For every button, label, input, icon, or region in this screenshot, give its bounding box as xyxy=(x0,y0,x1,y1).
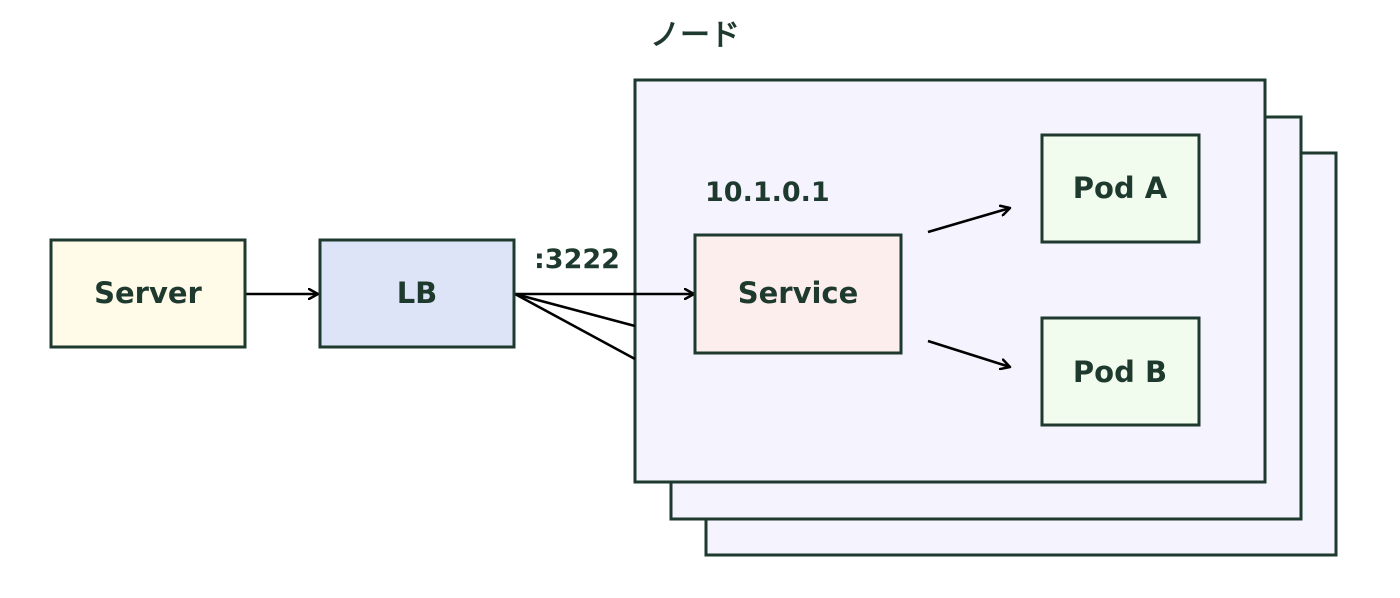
edge-service-to-pod-a xyxy=(927,208,1010,234)
edge-lb-to-node-3 xyxy=(514,292,636,361)
edge-service-to-pod-b xyxy=(927,339,1010,367)
server-label: Server xyxy=(94,276,202,310)
node-group-title: ノード xyxy=(650,18,740,53)
port-label: :3222 xyxy=(534,244,620,275)
service-box: Service xyxy=(693,233,903,355)
service-label: Service xyxy=(738,276,859,310)
lb-label: LB xyxy=(397,276,438,310)
pod-b-box: Pod B xyxy=(1040,316,1201,427)
pod-b-label: Pod B xyxy=(1073,355,1167,389)
edge-lb-to-node-2 xyxy=(514,292,636,328)
service-ip-label: 10.1.0.1 xyxy=(705,177,830,208)
pod-a-box: Pod A xyxy=(1040,133,1201,244)
pod-a-label: Pod A xyxy=(1073,171,1168,205)
lb-box: LB xyxy=(318,238,516,349)
server-box: Server xyxy=(49,238,247,349)
